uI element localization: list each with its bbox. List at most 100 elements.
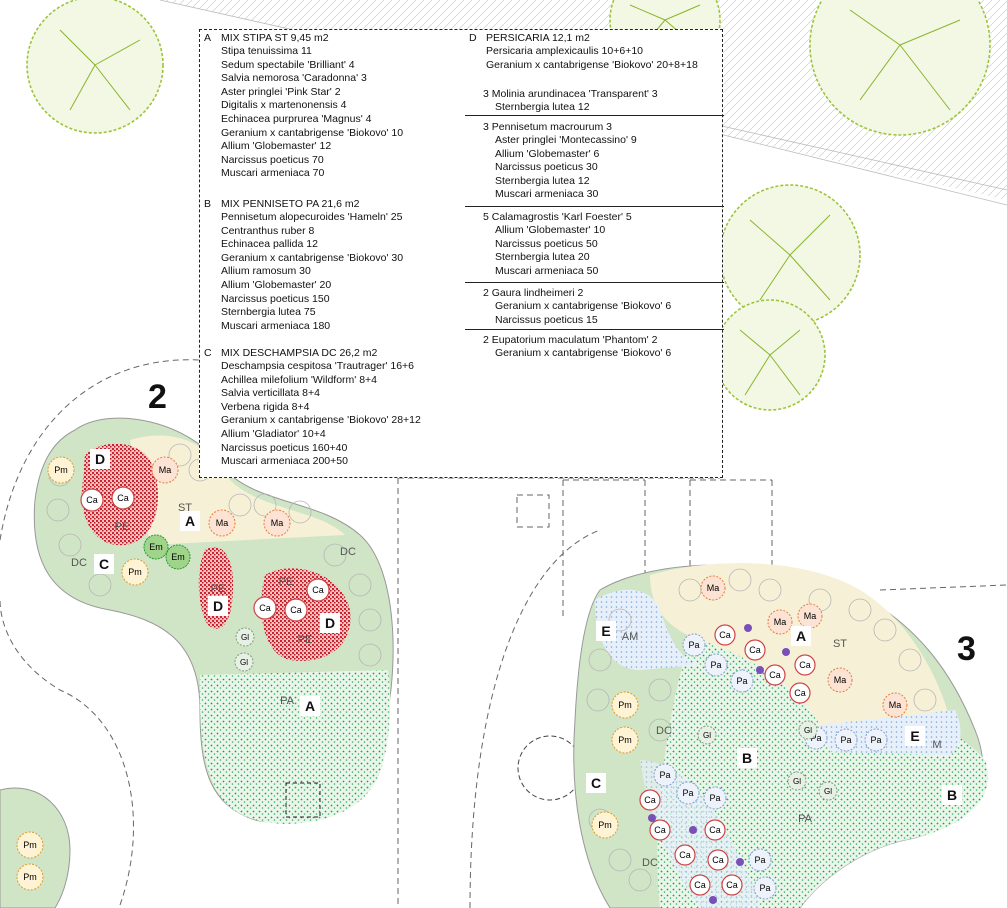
bed-tag-a: A	[180, 511, 200, 531]
mix-letter: D	[469, 32, 477, 44]
plant-item: Sternbergia lutea 12	[495, 101, 590, 113]
bed-tag-e: E	[905, 726, 925, 746]
mix-letter: A	[204, 32, 212, 44]
plant-item: Allium ramosum 30	[221, 265, 311, 278]
bed-tag-e: E	[596, 621, 616, 641]
plant-list: Allium 'Globemaster' 10 Narcissus poetic…	[495, 224, 605, 278]
ma-label: Ma	[774, 617, 787, 627]
mix-letter: C	[204, 347, 212, 359]
pa-label: Pa	[840, 735, 851, 745]
plant-item: Sternbergia lutea 75	[221, 306, 316, 319]
ca-label: Ca	[117, 493, 129, 503]
plant-item: Muscari armeniaca 50	[495, 264, 599, 277]
ca-label: Ca	[794, 688, 806, 698]
plant-item: Aster pringlei 'Pink Star' 2	[221, 85, 341, 98]
pa-label: Pa	[759, 883, 770, 893]
zone-number-2: 2	[148, 378, 167, 416]
bed-tag-d: D	[90, 449, 110, 469]
mix-title: MIX STIPA ST 9,45 m2	[221, 32, 329, 44]
plant-markers: Pm Pm Pm Pm Pm Pm Pm Ma Ma Ma Ma Ma Ma M…	[16, 456, 908, 904]
plant-item: Geranium x cantabrigense 'Biokovo' 30	[221, 251, 404, 264]
bed-tag-d: D	[208, 596, 228, 616]
ca-label: Ca	[644, 795, 656, 805]
ca-label: Ca	[312, 585, 324, 595]
ca-label: Ca	[679, 850, 691, 860]
plant-list: Stipa tenuissima 11 Sedum spectabile 'Br…	[221, 45, 403, 181]
plant-item: Narcissus poeticus 30	[495, 161, 598, 174]
area-codes: ST DC DC PE PE PE PE PA AM ST DC DC PA M	[71, 502, 942, 869]
plant-list: Geranium x cantabrigense 'Biokovo' 6	[495, 347, 671, 361]
plant-item: Geranium x cantabrigense 'Biokovo' 28+12	[221, 414, 421, 427]
plant-item: Narcissus poeticus 160+40	[221, 441, 348, 454]
ca-label: Ca	[799, 660, 811, 670]
ca-label: Ca	[290, 605, 302, 615]
bed-zone-3-molinia-1	[595, 589, 700, 670]
plant-item: Allium 'Globemaster' 12	[221, 140, 332, 153]
pa-label: Pa	[736, 676, 747, 686]
plant-item: Deschampsia cespitosa 'Trautrager' 16+6	[221, 360, 415, 372]
plant-item: Muscari armeniaca 30	[495, 188, 599, 201]
plant-item: Sternbergia lutea 20	[495, 251, 590, 264]
bed-tag-c: C	[586, 773, 606, 793]
ma-label: Ma	[707, 583, 720, 593]
ma-label: Ma	[271, 518, 284, 528]
path-edges	[0, 359, 1007, 908]
ma-label: Ma	[804, 611, 817, 621]
plant-item: Centranthus ruber 8	[221, 224, 315, 237]
separator	[465, 329, 724, 330]
group-head: 3 Pennisetum macrourum 3	[483, 121, 612, 133]
plant-list: Deschampsia cespitosa 'Trautrager' 16+6 …	[221, 360, 421, 469]
group-head: 2 Eupatorium maculatum 'Phantom' 2	[483, 334, 658, 346]
ca-label: Ca	[259, 603, 271, 613]
plant-item: Geranium x cantabrigense 'Biokovo' 20+8+…	[486, 58, 698, 71]
bed-tag-a: A	[791, 626, 811, 646]
pm-label: Pm	[23, 872, 37, 882]
plant-item: Muscari armeniaca 70	[221, 167, 325, 180]
plant-item: Allium 'Gladiator' 10+4	[221, 427, 326, 440]
pm-label: Pm	[54, 465, 68, 475]
bed-tag-b: B	[942, 785, 962, 805]
area-pa: PA	[280, 695, 295, 707]
gl-label: Gl	[240, 658, 248, 667]
pm-label: Pm	[618, 700, 632, 710]
mix-title: PERSICARIA 12,1 m2	[486, 32, 590, 44]
plant-item: Stipa tenuissima 11	[221, 45, 312, 57]
plant-item: Geranium x cantabrigense 'Biokovo' 6	[495, 300, 672, 312]
ca-label: Ca	[719, 630, 731, 640]
plant-item: Salvia nemorosa 'Caradonna' 3	[221, 72, 367, 85]
separator	[465, 282, 724, 283]
plant-item: Verbena rigida 8+4	[221, 400, 310, 413]
gl-label: Gl	[703, 731, 711, 740]
bed-tag-b: B	[737, 748, 757, 768]
area-pe: PE	[298, 634, 313, 646]
plant-item: Muscari armeniaca 180	[221, 319, 331, 332]
ma-label: Ma	[834, 675, 847, 685]
plant-item: Narcissus poeticus 150	[221, 292, 330, 305]
area-st: ST	[833, 638, 847, 650]
ma-label: Ma	[216, 518, 229, 528]
plant-item: Allium 'Globemaster' 10	[495, 224, 606, 236]
plant-list: Pennisetum alopecuroides 'Hameln' 25 Cen…	[221, 211, 403, 333]
ca-label: Ca	[726, 880, 738, 890]
planting-legend: A MIX STIPA ST 9,45 m2 Stipa tenuissima …	[199, 29, 724, 478]
bed-zone-2-penniseto	[199, 670, 391, 824]
bed-zone-3-penniseto	[657, 621, 989, 908]
plant-item: Echinacea purprurea 'Magnus' 4	[221, 112, 372, 125]
tree-branches	[59, 4, 961, 396]
ma-label: Ma	[889, 700, 902, 710]
plant-item: Echinacea pallida 12	[221, 238, 318, 251]
zone-number-3: 3	[957, 630, 976, 668]
separator	[465, 206, 724, 207]
mix-title: MIX DESCHAMPSIA DC 26,2 m2	[221, 347, 378, 359]
group-head: 5 Calamagrostis 'Karl Foester' 5	[483, 211, 632, 223]
ca-label: Ca	[712, 855, 724, 865]
gl-label: Gl	[241, 633, 249, 642]
pm-label: Pm	[618, 735, 632, 745]
plant-circle-grid	[46, 443, 937, 892]
pa-label: Pa	[754, 855, 765, 865]
mix-letter: B	[204, 198, 212, 210]
plant-item: Geranium x cantabrigense 'Biokovo' 6	[495, 347, 672, 359]
ca-label: Ca	[694, 880, 706, 890]
plant-list: Sternbergia lutea 12	[495, 101, 590, 115]
area-dc: DC	[71, 557, 87, 569]
